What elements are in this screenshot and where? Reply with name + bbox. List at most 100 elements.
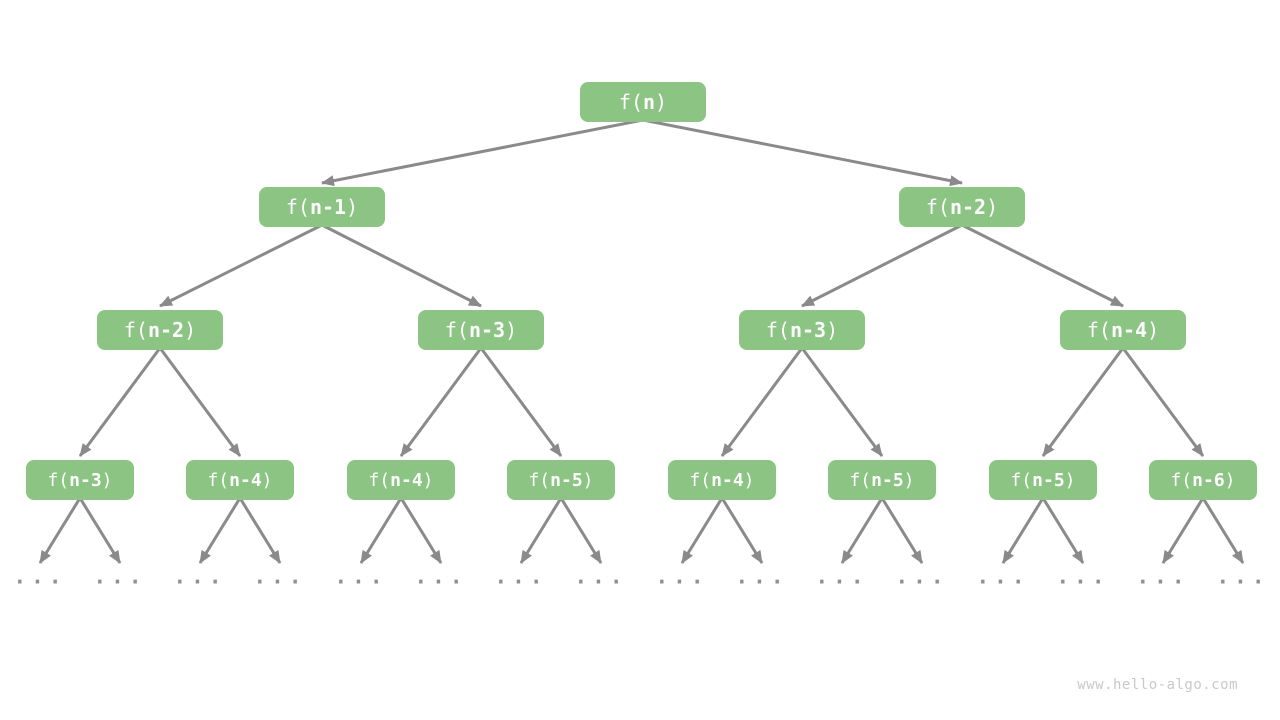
node-label-suffix: ) bbox=[1064, 469, 1076, 491]
node-label-prefix: f( bbox=[285, 195, 310, 219]
tree-edge-arrow bbox=[1001, 497, 1045, 564]
node-label-suffix: ) bbox=[184, 318, 197, 342]
node-label-prefix: f( bbox=[528, 469, 551, 491]
node-label-argument: n-5 bbox=[1032, 469, 1065, 491]
ellipsis-node: ... bbox=[414, 564, 468, 589]
node-label-prefix: f( bbox=[925, 195, 950, 219]
tree-edge-arrow bbox=[1121, 347, 1205, 457]
ellipsis-node: ... bbox=[93, 564, 147, 589]
tree-node: f(n-4) bbox=[347, 460, 455, 500]
tree-node: f(n-3) bbox=[418, 310, 544, 350]
node-label-prefix: f( bbox=[368, 469, 391, 491]
tree-node: f(n-4) bbox=[668, 460, 776, 500]
node-label-argument: n-5 bbox=[871, 469, 904, 491]
node-label-argument: n-2 bbox=[147, 318, 185, 342]
ellipsis-node: ... bbox=[173, 564, 227, 589]
ellipsis-node: ... bbox=[895, 564, 949, 589]
node-label-suffix: ) bbox=[346, 195, 359, 219]
tree-node: f(n) bbox=[580, 82, 706, 122]
node-label-argument: n-5 bbox=[550, 469, 583, 491]
node-label-suffix: ) bbox=[505, 318, 518, 342]
ellipsis-node: ... bbox=[655, 564, 709, 589]
watermark: www.hello-algo.com bbox=[1077, 677, 1238, 693]
tree-edge-arrow bbox=[479, 347, 563, 457]
node-label-prefix: f( bbox=[1170, 469, 1193, 491]
node-label-prefix: f( bbox=[765, 318, 790, 342]
tree-edge-arrow bbox=[38, 497, 82, 564]
tree-edge-arrow bbox=[78, 347, 162, 457]
node-label-prefix: f( bbox=[123, 318, 148, 342]
node-label-argument: n-1 bbox=[309, 195, 347, 219]
node-label-suffix: ) bbox=[743, 469, 755, 491]
node-label-suffix: ) bbox=[422, 469, 434, 491]
node-label-argument: n bbox=[643, 90, 656, 114]
ellipsis-node: ... bbox=[815, 564, 869, 589]
ellipsis-node: ... bbox=[13, 564, 67, 589]
tree-node: f(n-2) bbox=[899, 187, 1025, 227]
tree-edge-arrow bbox=[642, 118, 963, 187]
tree-node: f(n-3) bbox=[26, 460, 134, 500]
node-label-argument: n-3 bbox=[789, 318, 827, 342]
ellipsis-node: ... bbox=[574, 564, 628, 589]
tree-node: f(n-6) bbox=[1149, 460, 1257, 500]
node-label-suffix: ) bbox=[986, 195, 999, 219]
tree-edge-arrow bbox=[1041, 497, 1085, 564]
node-label-argument: n-3 bbox=[468, 318, 506, 342]
node-label-suffix: ) bbox=[1224, 469, 1236, 491]
tree-edge-arrow bbox=[238, 497, 282, 564]
node-label-suffix: ) bbox=[261, 469, 273, 491]
tree-edge-arrow bbox=[1041, 347, 1125, 457]
ellipsis-node: ... bbox=[1056, 564, 1110, 589]
tree-edge-arrow bbox=[399, 497, 443, 564]
node-label-prefix: f( bbox=[849, 469, 872, 491]
tree-edge-arrow bbox=[198, 497, 242, 564]
ellipsis-node: ... bbox=[1136, 564, 1190, 589]
node-label-suffix: ) bbox=[903, 469, 915, 491]
ellipsis-node: ... bbox=[494, 564, 548, 589]
tree-edge-arrow bbox=[720, 497, 764, 564]
tree-edge-arrow bbox=[880, 497, 924, 564]
node-label-argument: n-4 bbox=[1110, 318, 1148, 342]
node-label-argument: n-4 bbox=[711, 469, 744, 491]
tree-edge-arrow bbox=[519, 497, 563, 564]
node-label-suffix: ) bbox=[101, 469, 113, 491]
tree-node: f(n-4) bbox=[186, 460, 294, 500]
ellipsis-node: ... bbox=[1216, 564, 1270, 589]
node-label-prefix: f( bbox=[444, 318, 469, 342]
tree-edge-arrow bbox=[78, 497, 122, 564]
tree-edge-arrow bbox=[801, 223, 963, 308]
tree-node: f(n-1) bbox=[259, 187, 385, 227]
node-label-suffix: ) bbox=[1147, 318, 1160, 342]
tree-edge-arrow bbox=[840, 497, 884, 564]
node-label-prefix: f( bbox=[207, 469, 230, 491]
tree-edge-arrow bbox=[1161, 497, 1205, 564]
tree-edge-arrow bbox=[1201, 497, 1245, 564]
node-label-argument: n-3 bbox=[69, 469, 102, 491]
tree-edge-arrow bbox=[159, 223, 323, 308]
node-label-suffix: ) bbox=[582, 469, 594, 491]
tree-node: f(n-5) bbox=[828, 460, 936, 500]
node-label-prefix: f( bbox=[47, 469, 70, 491]
tree-node: f(n-5) bbox=[989, 460, 1097, 500]
ellipsis-node: ... bbox=[334, 564, 388, 589]
tree-edge-arrow bbox=[399, 347, 483, 457]
tree-edge-arrow bbox=[961, 223, 1124, 308]
tree-node: f(n-2) bbox=[97, 310, 223, 350]
tree-edge-arrow bbox=[321, 118, 644, 187]
node-label-argument: n-6 bbox=[1192, 469, 1225, 491]
tree-edge-arrow bbox=[800, 347, 884, 457]
tree-node: f(n-4) bbox=[1060, 310, 1186, 350]
node-label-argument: n-4 bbox=[390, 469, 423, 491]
ellipsis-node: ... bbox=[735, 564, 789, 589]
tree-edge-arrow bbox=[720, 347, 804, 457]
node-label-prefix: f( bbox=[1086, 318, 1111, 342]
tree-node: f(n-5) bbox=[507, 460, 615, 500]
tree-node: f(n-3) bbox=[739, 310, 865, 350]
tree-edge-arrow bbox=[559, 497, 603, 564]
tree-edge-arrow bbox=[680, 497, 724, 564]
tree-edge-arrow bbox=[158, 347, 242, 457]
node-label-argument: n-2 bbox=[949, 195, 987, 219]
tree-edge-arrow bbox=[359, 497, 403, 564]
